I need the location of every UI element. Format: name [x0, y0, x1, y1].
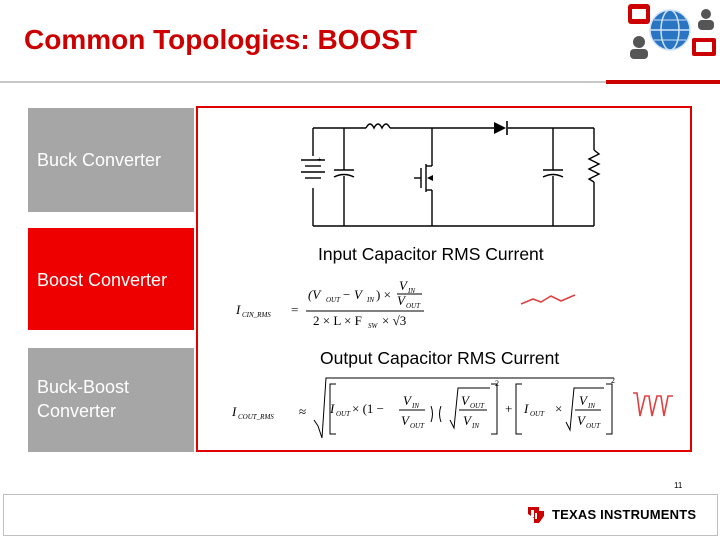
cin-frac-top: V	[399, 278, 409, 293]
cout-f1-top: V	[403, 393, 413, 408]
tab-label: Boost Converter	[37, 270, 168, 290]
cout-f1-bot-sub: OUT	[410, 422, 425, 430]
cin-lhs: I	[235, 302, 241, 317]
header-rule	[0, 81, 720, 83]
cout-t1-mid: × (1 −	[352, 401, 384, 416]
cout-f2-bot-sub: IN	[471, 422, 479, 430]
cin-num-in: IN	[366, 296, 374, 304]
cout-t2-mid: ×	[555, 401, 562, 416]
cout-t1-sub: OUT	[336, 410, 351, 418]
cin-frac-bot: V	[397, 293, 407, 308]
cout-t1: I	[329, 401, 335, 416]
ti-logo-icon	[528, 507, 544, 523]
content-panel	[196, 106, 692, 452]
cout-f3-bot: V	[577, 413, 587, 428]
page-number: 11	[674, 481, 683, 490]
cout-f2-top-sub: OUT	[470, 402, 485, 410]
cin-num1: (V	[308, 287, 322, 302]
cout-f3-top-sub: IN	[587, 402, 595, 410]
cin-den: 2 × L × F	[313, 313, 362, 328]
tab-buck-converter[interactable]: Buck Converter	[28, 108, 194, 212]
footer-bar	[3, 494, 718, 536]
cout-sq-2: 2	[611, 376, 615, 385]
cin-num-out: OUT	[326, 296, 341, 304]
cout-t2: I	[523, 401, 529, 416]
cout-f1-top-sub: IN	[411, 402, 419, 410]
cin-den-sub: SW	[368, 322, 379, 330]
slide-title: Common Topologies: BOOST	[24, 24, 418, 55]
cout-f2-bot: V	[463, 413, 473, 428]
cin-num-close: ) ×	[376, 287, 391, 302]
tab-buck-boost-converter[interactable]: Buck-Boost Converter	[28, 348, 194, 452]
cout-t2-sub: OUT	[530, 410, 545, 418]
input-capacitor-label: Input Capacitor RMS Current	[318, 244, 544, 264]
tab-label-line1: Buck-Boost	[37, 377, 130, 397]
cin-eq: =	[291, 302, 298, 317]
cin-lhs-sub: CIN_RMS	[242, 311, 271, 319]
cin-num-minus: − V	[342, 287, 364, 302]
brand-name: TEXAS INSTRUMENTS	[552, 507, 697, 522]
tab-label: Buck Converter	[37, 150, 162, 170]
corner-logo-icon	[628, 4, 716, 59]
cin-frac-bot-sub: OUT	[406, 302, 421, 310]
cout-approx: ≈	[299, 404, 306, 419]
tab-label-line2: Converter	[37, 401, 117, 421]
output-capacitor-label: Output Capacitor RMS Current	[320, 348, 560, 368]
cin-den-tail: × √3	[382, 313, 406, 328]
cin-frac-top-sub: IN	[407, 287, 415, 295]
cout-plus: +	[505, 401, 512, 416]
cout-f3-top: V	[579, 393, 589, 408]
cout-lhs: I	[231, 404, 237, 419]
cout-f2-top: V	[461, 393, 471, 408]
tab-boost-converter[interactable]: Boost Converter	[28, 228, 194, 330]
svg-text:+: +	[317, 155, 322, 164]
header-rule-accent	[606, 80, 720, 84]
cout-f1-bot: V	[401, 413, 411, 428]
cout-lhs-sub: COUT_RMS	[238, 413, 274, 421]
cout-f3-bot-sub: OUT	[586, 422, 601, 430]
